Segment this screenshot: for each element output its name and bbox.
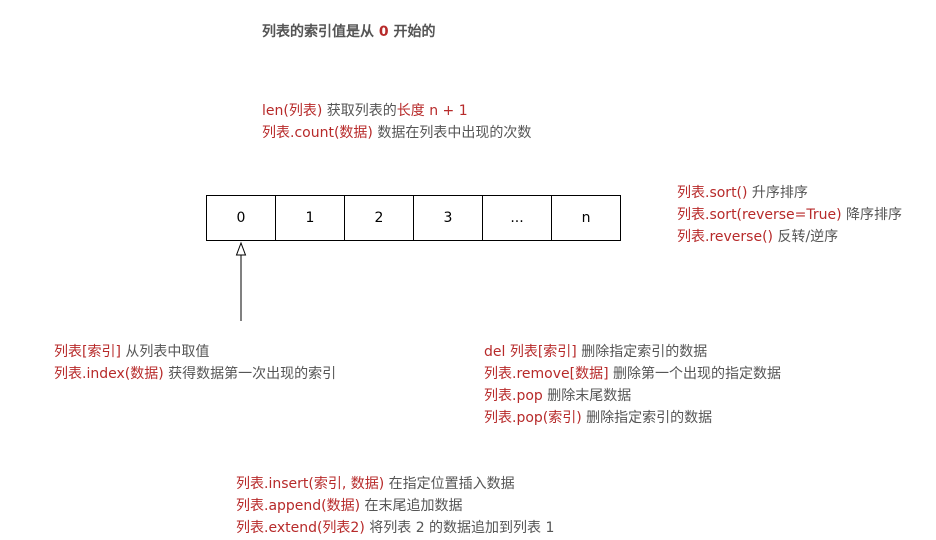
index-code: 列表.index(数据) bbox=[54, 366, 164, 382]
index-cell-1: 1 bbox=[275, 195, 345, 241]
title-suffix: 开始的 bbox=[388, 24, 436, 40]
index-cell-n: n bbox=[551, 195, 621, 241]
pop-index-code: 列表.pop(索引) bbox=[484, 410, 582, 426]
adding-group: 列表.insert(索引, 数据) 在指定位置插入数据 列表.append(数据… bbox=[236, 473, 554, 539]
diagram-title: 列表的索引值是从 0 开始的 bbox=[262, 21, 436, 41]
insert-code: 列表.insert(索引, 数据) bbox=[236, 476, 385, 492]
deleting-group: del 列表[索引] 删除指定索引的数据 列表.remove[数据] 删除第一个… bbox=[484, 341, 781, 429]
sort-reverse-desc: 降序排序 bbox=[841, 207, 903, 223]
index-cell-ellipsis: ... bbox=[482, 195, 552, 241]
get-value-desc: 从列表中取值 bbox=[120, 344, 210, 360]
pop-line: 列表.pop 删除末尾数据 bbox=[484, 385, 781, 407]
title-prefix: 列表的索引值是从 bbox=[262, 24, 379, 40]
sort-code: 列表.sort() bbox=[677, 185, 748, 201]
extend-desc: 将列表 2 的数据追加到列表 1 bbox=[364, 520, 555, 536]
count-line: 列表.count(数据) 数据在列表中出现的次数 bbox=[262, 122, 531, 144]
reverse-line: 列表.reverse() 反转/逆序 bbox=[677, 226, 902, 248]
sort-reverse-code: 列表.sort(reverse=True) bbox=[677, 207, 842, 223]
count-code: 列表.count(数据) bbox=[262, 125, 373, 141]
accessing-group: 列表[索引] 从列表中取值 列表.index(数据) 获得数据第一次出现的索引 bbox=[54, 341, 336, 385]
len-code: len(列表) bbox=[262, 103, 323, 119]
index-line: 列表.index(数据) 获得数据第一次出现的索引 bbox=[54, 363, 336, 385]
len-line: len(列表) 获取列表的长度 n + 1 bbox=[262, 100, 531, 122]
pop-index-line: 列表.pop(索引) 删除指定索引的数据 bbox=[484, 407, 781, 429]
del-code: del 列表[索引] bbox=[484, 344, 577, 360]
pop-code: 列表.pop bbox=[484, 388, 543, 404]
extend-line: 列表.extend(列表2) 将列表 2 的数据追加到列表 1 bbox=[236, 517, 554, 539]
sort-desc: 升序排序 bbox=[747, 185, 808, 201]
len-tail: n + 1 bbox=[424, 103, 468, 119]
reverse-code: 列表.reverse() bbox=[677, 229, 773, 245]
reverse-desc: 反转/逆序 bbox=[773, 229, 839, 245]
length-count-group: len(列表) 获取列表的长度 n + 1 列表.count(数据) 数据在列表… bbox=[262, 100, 531, 144]
up-arrow-icon bbox=[235, 241, 247, 321]
pop-desc: 删除末尾数据 bbox=[542, 388, 632, 404]
sort-line: 列表.sort() 升序排序 bbox=[677, 182, 902, 204]
len-desc: 获取列表的 bbox=[322, 103, 397, 119]
index-cells: 0 1 2 3 ... n bbox=[206, 195, 621, 241]
get-value-line: 列表[索引] 从列表中取值 bbox=[54, 341, 336, 363]
index-desc: 获得数据第一次出现的索引 bbox=[163, 366, 337, 382]
insert-desc: 在指定位置插入数据 bbox=[384, 476, 515, 492]
get-value-code: 列表[索引] bbox=[54, 344, 121, 360]
append-code: 列表.append(数据) bbox=[236, 498, 361, 514]
sort-reverse-line: 列表.sort(reverse=True) 降序排序 bbox=[677, 204, 902, 226]
append-desc: 在末尾追加数据 bbox=[360, 498, 463, 514]
del-line: del 列表[索引] 删除指定索引的数据 bbox=[484, 341, 781, 363]
pop-index-desc: 删除指定索引的数据 bbox=[581, 410, 713, 426]
sorting-group: 列表.sort() 升序排序 列表.sort(reverse=True) 降序排… bbox=[677, 182, 902, 248]
index-cell-0: 0 bbox=[206, 195, 276, 241]
remove-desc: 删除第一个出现的指定数据 bbox=[608, 366, 781, 382]
len-highlight: 长度 bbox=[396, 103, 425, 119]
index-cell-2: 2 bbox=[344, 195, 414, 241]
insert-line: 列表.insert(索引, 数据) 在指定位置插入数据 bbox=[236, 473, 554, 495]
append-line: 列表.append(数据) 在末尾追加数据 bbox=[236, 495, 554, 517]
count-desc: 数据在列表中出现的次数 bbox=[372, 125, 532, 141]
remove-code: 列表.remove[数据] bbox=[484, 366, 609, 382]
remove-line: 列表.remove[数据] 删除第一个出现的指定数据 bbox=[484, 363, 781, 385]
extend-code: 列表.extend(列表2) bbox=[236, 520, 365, 536]
index-cell-3: 3 bbox=[413, 195, 483, 241]
del-desc: 删除指定索引的数据 bbox=[576, 344, 708, 360]
title-zero: 0 bbox=[378, 24, 389, 40]
